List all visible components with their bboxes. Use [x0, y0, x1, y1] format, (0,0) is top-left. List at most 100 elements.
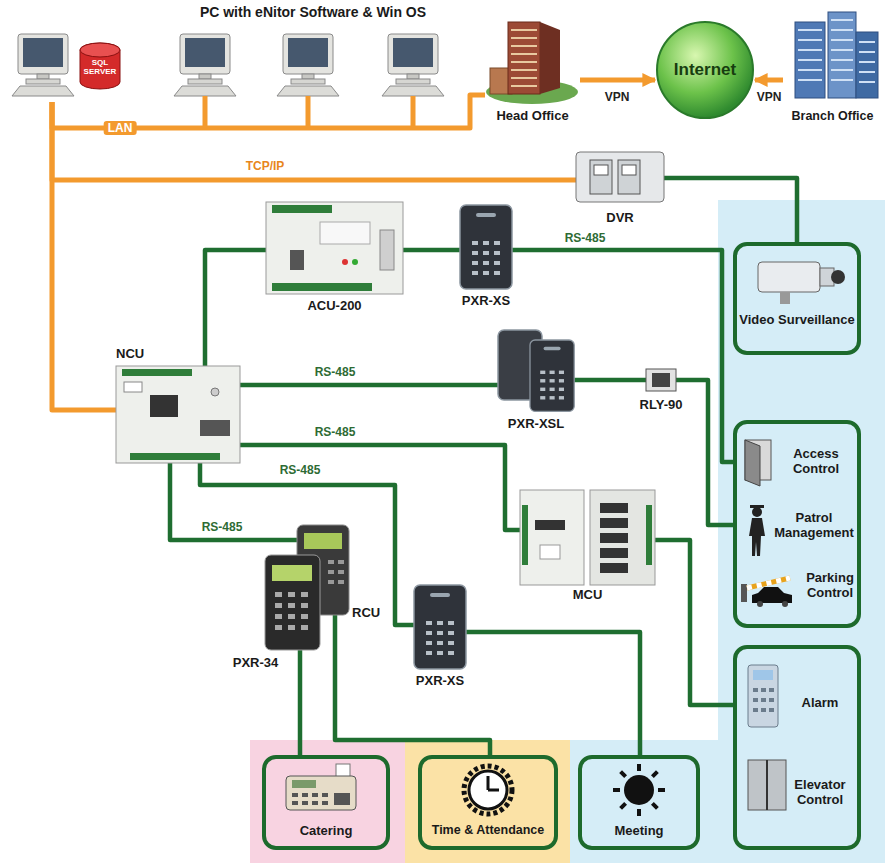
head-office-building	[511, 30, 537, 86]
connector	[240, 383, 498, 388]
rcu-terminal	[338, 570, 344, 574]
dvr-unit	[576, 152, 664, 202]
acu-controller-board	[266, 202, 403, 294]
connector	[466, 632, 640, 755]
node-label: DVR	[576, 210, 664, 225]
connector-label: TCP/IP	[242, 159, 289, 173]
rcu-terminal	[328, 560, 344, 584]
ncu-controller-board	[150, 395, 178, 417]
rcu-terminal	[328, 570, 334, 574]
sun-icon	[613, 764, 665, 816]
node-label: NCU	[116, 346, 166, 361]
sun-icon	[624, 775, 654, 805]
node-label: RLY-90	[636, 397, 686, 412]
node-label: Parking Control	[803, 570, 857, 600]
connector-label: RS-485	[198, 520, 247, 534]
pxr34-terminal	[275, 625, 282, 630]
pxr34-terminal	[288, 592, 295, 597]
alarm-keypad-icon	[748, 665, 778, 727]
card-reader-pair	[530, 340, 574, 411]
ncu-controller-board	[122, 369, 192, 376]
internet-circle: Internet	[655, 20, 755, 120]
guard-icon	[749, 505, 765, 556]
mcu-boards	[600, 518, 628, 528]
head-office: Head Office	[485, 5, 580, 127]
guard-icon	[750, 505, 764, 508]
card-reader: PXR-XS	[414, 585, 466, 689]
cash-register-icon	[312, 793, 318, 797]
acu-board: ACU-200	[266, 202, 403, 314]
connectors	[52, 80, 797, 755]
connector	[52, 102, 116, 410]
connector	[580, 78, 655, 83]
pxr34-terminal	[275, 592, 308, 630]
door-icon	[745, 440, 771, 486]
camera-icon	[758, 262, 845, 304]
mcu-boards	[590, 490, 655, 585]
yellow-panel	[405, 740, 570, 863]
application-box: Access ControlPatrol ManagementParking C…	[733, 420, 861, 628]
alarm-keypad-icon	[753, 688, 774, 712]
rcu-terminal	[338, 580, 344, 584]
alarm-keypad-icon	[748, 665, 778, 727]
sun-icon	[613, 764, 665, 816]
mcu-boards	[520, 490, 655, 585]
cash-register-icon	[286, 764, 356, 810]
mcu-boards	[540, 545, 560, 559]
alarm-keypad-icon	[769, 708, 774, 712]
pc-workstations	[12, 34, 444, 96]
rcu-terminal	[338, 560, 344, 564]
card-reader-icon	[460, 205, 512, 289]
door-icon	[745, 440, 760, 486]
camera-icon	[758, 262, 820, 292]
connector	[655, 540, 733, 705]
ncu-controller-board	[130, 453, 220, 460]
pink-panel	[250, 740, 405, 863]
clock-icon	[469, 771, 507, 809]
pc-workstations: PC with eNitor Software & Win OS	[8, 2, 458, 102]
card-reader: PXR-XS	[460, 205, 512, 309]
acu-controller-board	[352, 259, 358, 265]
connector	[403, 248, 460, 253]
guard-icon	[752, 507, 762, 517]
rcu-terminal	[328, 580, 334, 584]
barrier-car-icon	[741, 578, 792, 607]
branch-office: Branch Office	[783, 8, 882, 128]
cash-register-icon	[322, 801, 328, 805]
pc-workstations	[12, 34, 74, 96]
elevator-icon	[748, 760, 786, 810]
ncu-board: NCU	[116, 366, 240, 463]
connector-label: VPN	[601, 90, 634, 104]
dvr-device: DVR	[576, 152, 664, 228]
alarm-keypad-icon	[769, 688, 774, 692]
node-label: Meeting	[582, 823, 696, 838]
blue-panel	[570, 200, 885, 863]
connector	[574, 378, 646, 383]
connector	[298, 650, 303, 755]
node-label: Catering	[266, 823, 386, 838]
connector-label: RS-485	[561, 231, 610, 245]
node-label: PXR-34	[228, 655, 283, 670]
cash-register-icon	[286, 776, 356, 810]
acu-controller-board	[380, 230, 394, 270]
connector-label: RS-485	[311, 365, 360, 379]
cash-register-icon	[302, 801, 308, 805]
mcu-boards	[535, 520, 565, 530]
pc-workstations	[277, 34, 339, 96]
clock-icon	[488, 776, 499, 790]
node-label: Time & Attendance	[422, 823, 554, 838]
pxr34-terminal	[301, 603, 308, 608]
mcu-boards	[600, 548, 628, 558]
dvr-unit	[622, 165, 636, 175]
cash-register-icon	[292, 780, 316, 788]
application-box: Catering	[262, 755, 390, 850]
node-label: Internet	[655, 60, 755, 79]
guard-icon	[749, 518, 765, 556]
barrier-car-icon	[782, 601, 788, 607]
lan-drop-wires	[205, 96, 413, 128]
head-office-building	[540, 22, 560, 94]
pxr34-terminal	[301, 592, 308, 597]
pxr34-terminal	[301, 614, 308, 619]
sql-server-cylinder	[80, 43, 120, 57]
